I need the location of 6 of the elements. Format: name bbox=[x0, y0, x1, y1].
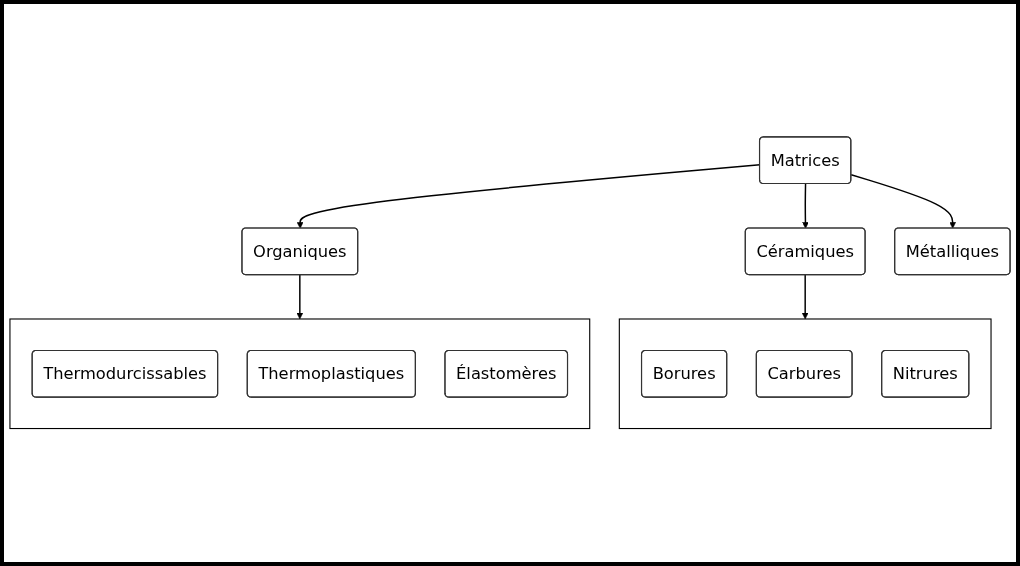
arrow bbox=[801, 274, 809, 320]
arrow bbox=[850, 174, 956, 229]
arrow bbox=[296, 274, 304, 320]
cluster bbox=[618, 318, 992, 430]
arrow bbox=[802, 183, 809, 229]
cluster bbox=[9, 318, 591, 430]
